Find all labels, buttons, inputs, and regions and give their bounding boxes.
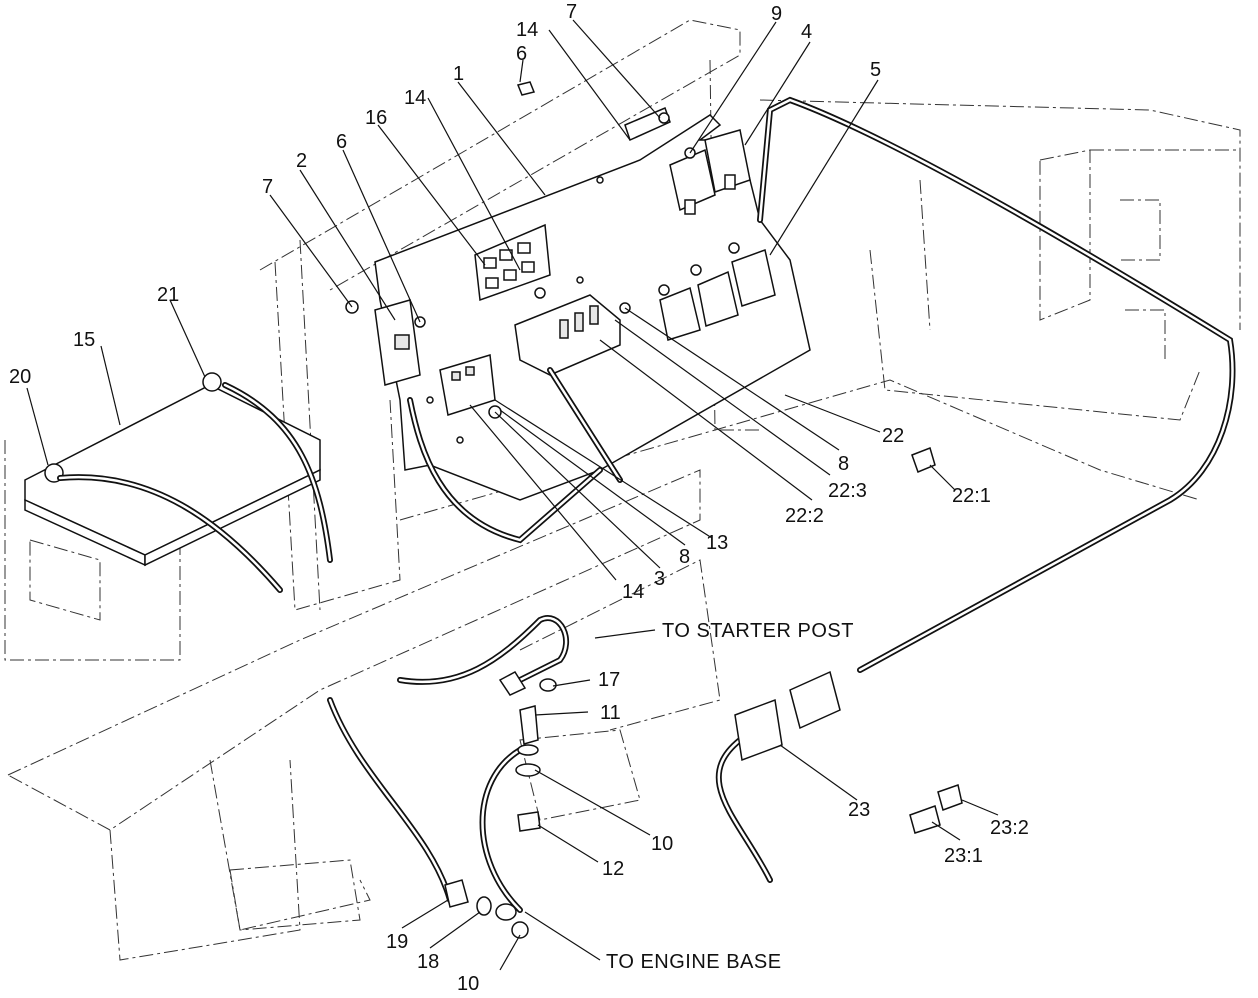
callout-8-bottom: 8 <box>679 546 690 568</box>
callout-10-bottom: 10 <box>457 973 479 995</box>
callout-22: 22 <box>882 425 904 447</box>
callout-6-top: 6 <box>516 43 527 65</box>
callout-22-1: 22:1 <box>952 485 991 507</box>
top-bracket <box>624 106 671 142</box>
callout-14-bottom: 14 <box>622 581 644 603</box>
callout-15: 15 <box>73 329 95 351</box>
control-module <box>374 299 421 386</box>
callout-labels: 1 2 3 4 5 6 6 7 7 8 8 9 10 10 11 12 13 1… <box>9 1 1029 995</box>
callout-11: 11 <box>600 702 621 724</box>
fuse-block <box>514 294 621 376</box>
callout-19: 19 <box>386 931 408 953</box>
callout-18: 18 <box>417 951 439 973</box>
callout-10-mid: 10 <box>651 833 673 855</box>
relay-row <box>658 242 776 341</box>
callout-22-2: 22:2 <box>785 505 824 527</box>
instruction-decal <box>474 223 551 302</box>
callout-12: 12 <box>602 858 624 880</box>
callout-7-left: 7 <box>262 176 273 198</box>
callout-22-3: 22:3 <box>828 480 867 502</box>
battery <box>24 372 321 567</box>
callout-20: 20 <box>9 366 31 388</box>
callout-23-1: 23:1 <box>944 845 983 867</box>
harness-wires <box>57 96 1236 913</box>
callout-16: 16 <box>365 107 387 129</box>
note-to-starter-post: TO STARTER POST <box>662 620 854 642</box>
leader-lines <box>26 19 999 971</box>
callout-7-top: 7 <box>566 1 577 23</box>
callout-13: 13 <box>706 532 728 554</box>
callout-23: 23 <box>848 799 870 821</box>
callout-5: 5 <box>870 59 881 81</box>
callout-21: 21 <box>157 284 179 306</box>
callout-17: 17 <box>598 669 620 691</box>
note-to-engine-base: TO ENGINE BASE <box>606 951 782 973</box>
ground-hardware <box>444 671 557 939</box>
callout-14-mid: 14 <box>404 87 426 109</box>
relay-pair-top <box>669 129 751 215</box>
callout-1: 1 <box>453 63 464 85</box>
callout-2: 2 <box>296 150 307 172</box>
callout-14-top: 14 <box>516 19 538 41</box>
callout-9: 9 <box>771 3 782 25</box>
vehicle-frame-outline <box>4 19 1241 961</box>
callout-23-2: 23:2 <box>990 817 1029 839</box>
callout-4: 4 <box>801 21 812 43</box>
callout-8-right: 8 <box>838 453 849 475</box>
callout-6-left: 6 <box>336 131 347 153</box>
callout-3: 3 <box>654 568 665 590</box>
harness-connector <box>734 447 963 834</box>
